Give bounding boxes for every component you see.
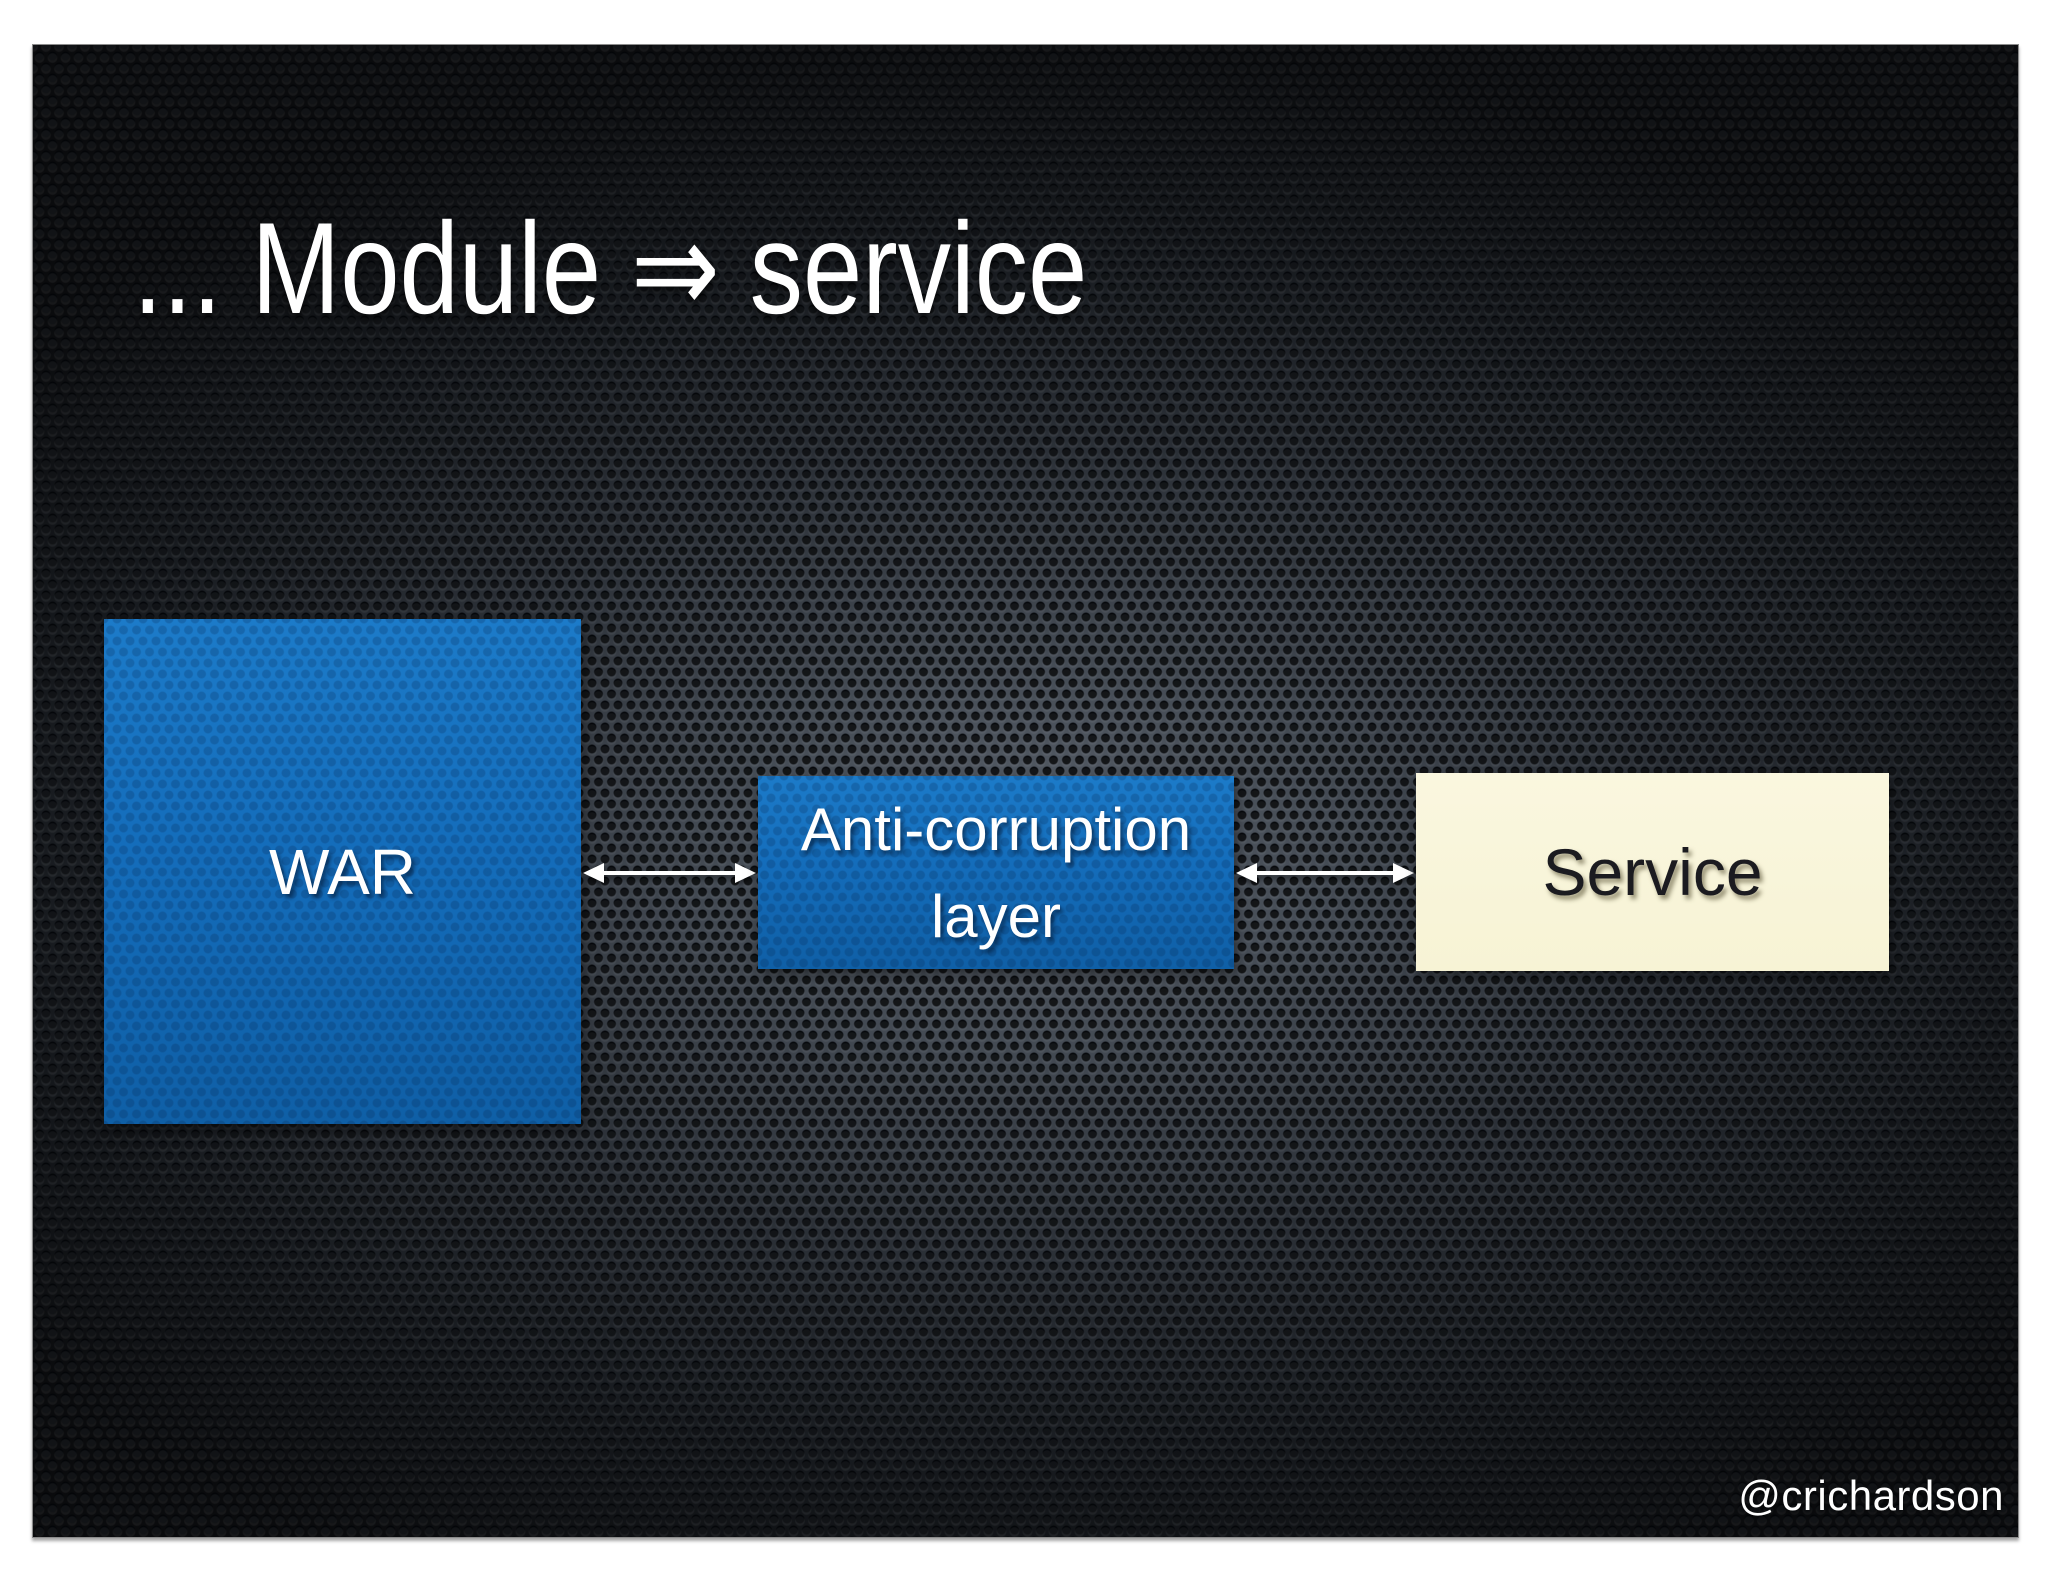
double-arrow-acl-service-icon (1236, 863, 1414, 883)
slide-background: ... Module ⇒ service WAR Anti-corruption… (32, 44, 2019, 1538)
double-arrow-war-acl-icon (583, 863, 756, 883)
arrowhead-left-icon (583, 863, 604, 883)
arrowhead-right-icon (1393, 863, 1414, 883)
war-box: WAR (104, 619, 581, 1124)
anti-corruption-layer-box: Anti-corruption layer (758, 776, 1234, 969)
service-box: Service (1416, 773, 1889, 971)
watermark-twitter-handle: @crichardson (1738, 1472, 2004, 1519)
service-box-label: Service (1542, 835, 1763, 909)
arrowhead-right-icon (735, 863, 756, 883)
slide-title: ... Module ⇒ service (133, 195, 1088, 341)
anti-corruption-layer-box-label: Anti-corruption layer (800, 795, 1192, 950)
arrowhead-left-icon (1236, 863, 1257, 883)
war-box-label: WAR (269, 835, 416, 908)
